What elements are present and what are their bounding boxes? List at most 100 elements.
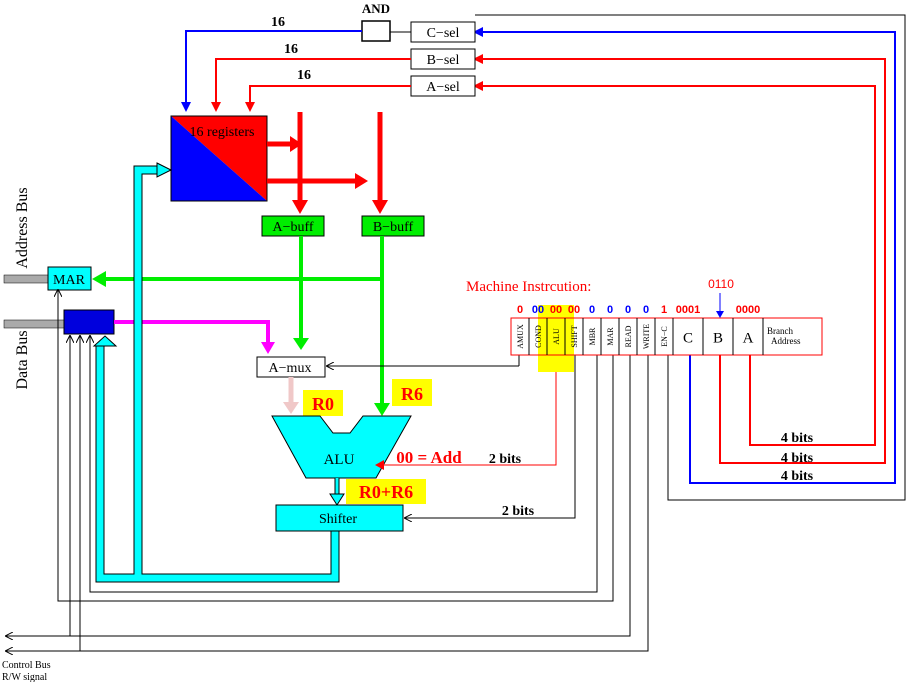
instruction-field-value: 0 [625, 304, 631, 316]
a-buff-label: A−buff [272, 220, 313, 235]
instruction-field-value: 0 [643, 304, 649, 316]
instruction-field-name: A [743, 331, 754, 347]
c-width-label: 16 [271, 15, 285, 30]
and-gate [361, 20, 391, 42]
instruction-field-value: 0 [589, 304, 595, 316]
return-to-registers-arrow [156, 162, 173, 178]
r6-label: R6 [401, 384, 423, 404]
b-field-bits: 4 bits [781, 451, 814, 466]
alu-control-arrow [375, 460, 384, 470]
register-file-blue [171, 116, 267, 201]
sum-label: R0+R6 [359, 482, 413, 502]
data-bus-label: Data Bus [14, 330, 31, 389]
instruction-field-name: MAR [606, 327, 615, 346]
b-decode-line [211, 58, 411, 112]
instruction-field-name: C [683, 331, 693, 347]
instruction-field-name: COND [534, 325, 543, 348]
sum-highlight [346, 479, 426, 504]
instruction-field-value: 0001 [676, 304, 700, 316]
instruction-field-name: READ [624, 325, 633, 347]
reg-out-a-arrow [290, 136, 302, 152]
a-field-bits: 4 bits [781, 431, 814, 446]
instruction-field-name: SHIFT [570, 325, 579, 347]
mbr-register [63, 309, 115, 335]
instruction-field-value: 00 [568, 304, 580, 316]
alu-field-highlight [538, 305, 574, 372]
machine-instruction-title: Machine Instrcution: [466, 279, 591, 295]
register-file-label: 16 registers [190, 125, 255, 140]
shifter [275, 504, 404, 532]
alu-bits-label: 2 bits [489, 452, 522, 467]
r6-highlight [392, 379, 432, 406]
shift-bits-label: 2 bits [502, 504, 535, 519]
control-bus-label: Control Bus [2, 660, 51, 671]
instruction-field-name: MBR [588, 327, 597, 345]
address-bus-label: Address Bus [14, 187, 31, 268]
instruction-field-name: EN−C [660, 326, 669, 347]
b-buff [361, 215, 425, 237]
r0-highlight [303, 390, 343, 416]
a-buff [261, 215, 325, 237]
r0-label: R0 [312, 394, 334, 414]
c-select-line [473, 27, 896, 484]
rw-signal-label: R/W signal [2, 672, 47, 682]
b-width-label: 16 [284, 42, 298, 57]
shifter-return-path-fill [96, 166, 339, 582]
return-to-mbr-arrow [92, 335, 118, 347]
c-sel-label: C−sel [427, 26, 460, 41]
c-decode-line [181, 30, 362, 112]
alu-to-shifter-arrow [329, 493, 345, 506]
mar-bus-green-arrow [92, 271, 106, 287]
register-file [170, 115, 268, 202]
reg-out-b-arrow [355, 173, 368, 189]
alu-op-label: 00 = Add [396, 448, 462, 467]
mbr-to-amux-arrow [261, 342, 275, 354]
instruction-field-value: 0000 [736, 304, 760, 316]
amux-to-alu-arrow [283, 402, 299, 414]
write-control-wire [6, 355, 649, 651]
instruction-field-name: ALU [552, 328, 561, 345]
and-gate-label: AND [362, 1, 390, 16]
b-select-line [473, 54, 886, 464]
b-bus-green-arrow [374, 403, 390, 416]
mar-label: MAR [53, 273, 86, 288]
alu-control-line [382, 355, 557, 466]
instruction-field-name: WRITE [642, 324, 651, 349]
a-select-line [473, 81, 876, 446]
alu [271, 415, 412, 479]
instruction-field-value: 00 [532, 304, 544, 316]
a-width-label: 16 [297, 68, 311, 83]
b-bus-red-arrow [372, 200, 388, 214]
a-mux-label: A−mux [269, 361, 312, 376]
instruction-field-value: 0 [607, 304, 613, 316]
data-bus-stub [3, 319, 65, 329]
a-sel-label: A−sel [426, 80, 460, 95]
address-bus-stub [3, 274, 49, 284]
instruction-register [510, 317, 823, 356]
shift-control-line [405, 355, 576, 518]
instruction-field-value: 0 [517, 304, 523, 316]
a-bus-red-arrow [292, 200, 308, 214]
read-control-wire [6, 355, 631, 636]
a-decode-line [245, 85, 411, 112]
a-bus-green-arrow [293, 338, 309, 350]
b-buff-label: B−buff [373, 220, 414, 235]
alu-label: ALU [324, 452, 355, 468]
mbr-control-wire [90, 336, 598, 593]
mar-control-wire [58, 290, 614, 602]
instruction-field-value: 1 [661, 304, 667, 316]
b-value-pointer-arrow [716, 311, 724, 318]
shifter-label: Shifter [319, 512, 357, 527]
instruction-field-value: 00 [550, 304, 562, 316]
c-field-bits: 4 bits [781, 469, 814, 484]
instruction-field-name: B [713, 331, 723, 347]
instruction-field-name: AMUX [516, 324, 525, 349]
b-field-value: 0110 [708, 277, 734, 291]
mar-register [47, 266, 92, 291]
b-sel-label: B−sel [427, 53, 460, 68]
en-c-line [475, 14, 906, 501]
